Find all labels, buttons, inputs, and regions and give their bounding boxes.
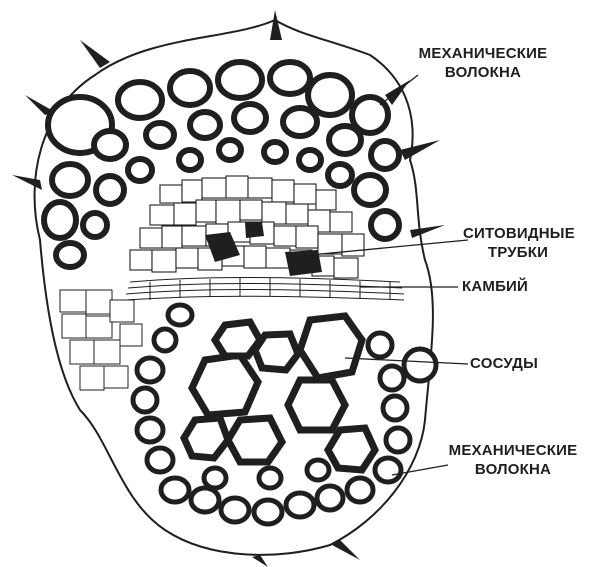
label-mechanical-fibers-bottom: МЕХАНИЧЕСКИЕ ВОЛОКНА bbox=[443, 441, 583, 479]
label-sieve-tubes: СИТОВИДНЫЕ ТРУБКИ bbox=[463, 224, 573, 262]
label-cambium: КАМБИЙ bbox=[460, 277, 530, 296]
label-vessels: СОСУДЫ bbox=[470, 354, 538, 373]
label-mechanical-fibers-top: МЕХАНИЧЕСКИЕ ВОЛОКНА bbox=[413, 44, 553, 82]
